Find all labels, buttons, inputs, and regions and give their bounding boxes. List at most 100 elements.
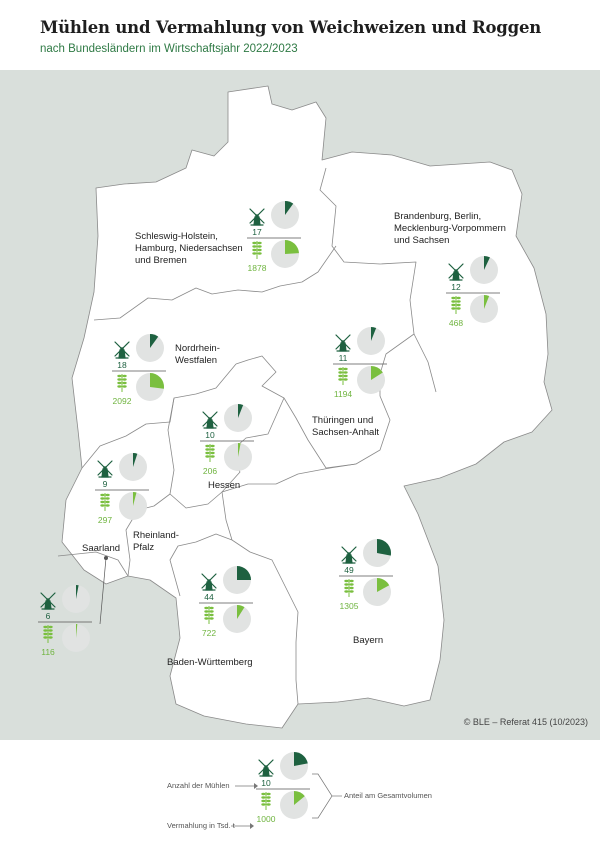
pie-share-slice — [377, 539, 391, 556]
windmill-icon — [335, 334, 351, 352]
region-symbols-th: 11 1194 — [333, 327, 387, 399]
windmill-icon — [201, 573, 217, 591]
label-line: Brandenburg, Berlin, — [394, 211, 482, 222]
windmill-icon — [40, 592, 56, 610]
pie-share-slice — [238, 443, 241, 457]
windmill-icon — [97, 460, 113, 478]
label-line: Rheinland- — [133, 530, 179, 541]
volume-share-pie — [224, 443, 252, 471]
windmill-icon — [202, 411, 218, 429]
wheat-icon — [261, 792, 271, 810]
region-symbols-sl: 6 116 — [38, 585, 92, 657]
label-line: Pfalz — [133, 542, 155, 553]
wheat-icon — [451, 296, 461, 314]
label-line: Hessen — [208, 480, 241, 491]
label-line: und Bremen — [135, 255, 187, 266]
page-title: Mühlen und Vermahlung von Weichweizen un… — [40, 18, 542, 37]
mills-share-pie — [62, 585, 90, 613]
volume-share-pie — [62, 624, 90, 652]
region-label-sl: Saarland — [82, 543, 120, 555]
volume-share-pie — [470, 295, 498, 323]
label-line: Baden-Württemberg — [167, 657, 253, 668]
label-line: Saarland — [82, 543, 121, 554]
pie-share-slice — [238, 404, 244, 418]
pie-share-slice — [377, 578, 390, 592]
pie-share-slice — [285, 201, 294, 215]
volume-value: 297 — [98, 515, 112, 525]
legend-graphic: 10 1000 — [231, 752, 342, 829]
wheat-icon — [204, 606, 214, 624]
region-label-nord: Schleswig-Holstein, Hamburg, Niedersachs… — [135, 231, 243, 267]
mills-count: 10 — [261, 778, 271, 788]
volume-value: 116 — [41, 647, 55, 657]
region-label-bw: Baden-Württemberg — [167, 657, 253, 669]
mills-count: 12 — [451, 282, 461, 292]
region-symbols-nrw: 18 2092 — [112, 334, 166, 406]
germany-map: 1718781246818209211119410206929761164472… — [38, 85, 553, 729]
copyright-note: © BLE – Referat 415 (10/2023) — [463, 717, 588, 727]
region-symbols-rp: 9 297 — [95, 453, 149, 525]
mills-share-pie — [271, 201, 299, 229]
label-line: Mecklenburg-Vorpommern — [394, 223, 506, 234]
legend-arrowheads — [250, 783, 258, 829]
pie-share-slice — [371, 327, 377, 341]
mills-share-pie — [224, 404, 252, 432]
volume-share-pie — [136, 373, 164, 401]
volume-share-pie — [280, 791, 308, 819]
volume-value: 1000 — [257, 814, 276, 824]
mills-count: 9 — [103, 479, 108, 489]
wheat-icon — [338, 367, 348, 385]
mills-count: 49 — [344, 565, 354, 575]
volume-value: 206 — [203, 466, 217, 476]
volume-value: 722 — [202, 628, 216, 638]
mills-count: 11 — [339, 353, 348, 363]
saarland-pointer — [99, 556, 108, 625]
header: Mühlen und Vermahlung von Weichweizen un… — [0, 0, 600, 70]
pie-share-slice — [76, 585, 79, 599]
mills-share-pie — [136, 334, 164, 362]
region-label-by: Bayern — [353, 635, 383, 647]
pie-share-slice — [150, 373, 164, 389]
label-line: Nordrhein- — [175, 343, 220, 354]
legend-example-symbols: 10 1000 — [256, 752, 310, 824]
pie-share-slice — [294, 752, 308, 766]
mills-share-pie — [280, 752, 308, 780]
label-line: Bayern — [353, 635, 384, 646]
windmill-icon — [114, 341, 130, 359]
volume-value: 1305 — [340, 601, 359, 611]
windmill-icon — [448, 263, 464, 281]
wheat-icon — [205, 444, 215, 462]
mills-count: 6 — [46, 611, 51, 621]
label-line: und Sachsen — [394, 235, 450, 246]
pie-share-slice — [237, 605, 245, 619]
label-line: Sachsen-Anhalt — [312, 427, 380, 438]
pie-share-slice — [76, 624, 78, 638]
pie-share-slice — [484, 295, 490, 309]
wheat-icon — [117, 374, 127, 392]
legend-mills-label: Anzahl der Mühlen — [167, 781, 230, 790]
mills-count: 18 — [117, 360, 127, 370]
volume-value: 2092 — [113, 396, 132, 406]
pie-share-slice — [133, 453, 138, 467]
volume-value: 1194 — [334, 389, 353, 399]
pie-share-slice — [371, 366, 383, 380]
volume-share-pie — [357, 366, 385, 394]
region-label-ost: Brandenburg, Berlin, Mecklenburg-Vorpomm… — [394, 211, 506, 247]
legend-share-label: Anteil am Gesamtvolumen — [344, 791, 432, 800]
mills-share-pie — [363, 539, 391, 567]
volume-share-pie — [223, 605, 251, 633]
label-line: Hamburg, Niedersachsen — [135, 243, 243, 254]
region-symbols-he: 10 206 — [200, 404, 254, 476]
region-label-rp: Rheinland- Pfalz — [133, 530, 179, 554]
wheat-icon — [252, 241, 262, 259]
mills-share-pie — [119, 453, 147, 481]
mills-share-pie — [223, 566, 251, 594]
page-subtitle: nach Bundesländern im Wirtschaftsjahr 20… — [40, 43, 298, 55]
germany-outline — [61, 85, 553, 729]
mills-count: 10 — [205, 430, 215, 440]
mills-share-pie — [357, 327, 385, 355]
pie-share-slice — [294, 791, 305, 805]
